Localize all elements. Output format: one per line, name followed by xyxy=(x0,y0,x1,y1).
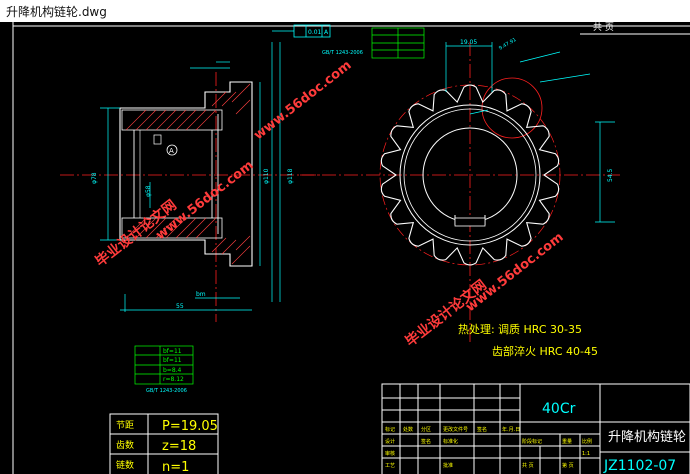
std-note-top: GB/T 1243-2006 xyxy=(322,50,363,56)
sprocket-front-view xyxy=(300,42,620,342)
tb-cell-10: 阶段标记 xyxy=(522,438,542,445)
dim-pitch-width: 19.05 xyxy=(460,39,477,46)
tb-cell-2: 处数 xyxy=(403,426,413,433)
title-block-cells: 标记 处数 分区 更改文件号 签名 年.月.日 设计 签名 标准化 阶段标记 重… xyxy=(385,426,592,469)
watermark-url-3: www.56doc.com xyxy=(251,58,354,143)
tol-datum: A xyxy=(324,29,329,36)
dim-d-inner: φ110 xyxy=(263,168,270,184)
tb-cell-17: 第 页 xyxy=(562,462,574,469)
small-box-row-4: r=8.12 xyxy=(163,376,184,383)
window-title: 升降机构链轮.dwg xyxy=(6,5,107,19)
dim-d-left2: φ58 xyxy=(145,185,152,197)
tooth-profile-table-bottom xyxy=(134,345,194,385)
cad-drawing: 共 页 A xyxy=(12,22,690,474)
drawing-frame xyxy=(12,22,690,474)
tb-cell-7: 设计 xyxy=(385,438,395,445)
tb-cell-14: 工艺 xyxy=(385,463,395,469)
tb-cell-13: 审核 xyxy=(385,450,395,457)
tb-cell-4: 更改文件号 xyxy=(443,426,468,433)
window-titlebar: 升降机构链轮.dwg xyxy=(0,0,690,23)
dim-d-left: φ78 xyxy=(91,172,98,184)
title-block xyxy=(381,383,690,474)
sheet-count-text: 共 页 xyxy=(593,22,614,33)
watermarks: 毕业设计论文网 www.56doc.com 毕业设计论文网 www.56doc.… xyxy=(92,58,566,350)
tb-cell-18: 1:1 xyxy=(582,451,590,457)
dim-w-bottom: 55 xyxy=(176,303,184,310)
dim-chord: 9.47.91 xyxy=(498,37,518,52)
heat-line2: 齿部淬火 HRC 40-45 xyxy=(492,344,598,358)
drawing-canvas[interactable]: 共 页 A xyxy=(0,22,690,474)
tb-cell-15: 批准 xyxy=(443,462,453,469)
heat-line1: 调质 HRC 30-35 xyxy=(498,323,582,336)
material-label: 40Cr xyxy=(542,401,576,417)
heat-label: 热处理: xyxy=(458,323,495,336)
small-box-row-1: bf=11 xyxy=(163,348,182,355)
dim-d-outer: φ118 xyxy=(287,168,294,184)
dim-h-small: 54.5 xyxy=(607,168,614,182)
spec-key-1: 节距 xyxy=(116,420,134,431)
spec-key-2: 齿数 xyxy=(116,439,134,451)
spec-val-3: n=1 xyxy=(162,460,189,474)
watermark-cn-2: 毕业设计论文网 xyxy=(402,276,490,350)
spec-val-2: z=18 xyxy=(162,439,196,454)
tb-cell-9: 标准化 xyxy=(443,438,458,445)
part-name-label: 升降机构链轮 xyxy=(608,430,686,445)
tb-cell-8: 签名 xyxy=(421,438,431,445)
tb-cell-3: 分区 xyxy=(421,426,431,433)
sprocket-dimensions xyxy=(445,42,615,223)
std-note-bottom: GB/T 1243-2006 xyxy=(146,388,187,394)
side-section-view: A xyxy=(60,72,320,322)
tolerance-frame-top: 0.01 A xyxy=(272,24,331,38)
small-box-row-2: bf=11 xyxy=(163,357,182,364)
small-box-row-3: b=8.4 xyxy=(163,367,182,374)
tb-cell-16: 共 页 xyxy=(522,462,534,469)
heat-treatment-note: 热处理: 调质 HRC 30-35 齿部淬火 HRC 40-45 xyxy=(458,323,598,358)
dim-w-bottom2: bm xyxy=(196,291,206,298)
drawing-number-label: JZ1102-07 xyxy=(603,458,676,474)
spec-key-3: 链数 xyxy=(116,459,134,471)
tol-value: 0.01 xyxy=(308,29,322,36)
datum-label: A xyxy=(169,147,174,155)
tb-cell-11: 重量 xyxy=(562,438,572,445)
tb-cell-5: 签名 xyxy=(477,426,487,433)
sprocket-teeth-outline xyxy=(380,84,560,266)
tb-cell-6: 年.月.日 xyxy=(502,426,520,433)
tb-cell-1: 标记 xyxy=(385,426,395,433)
spec-table xyxy=(109,413,219,474)
tooth-profile-table-top xyxy=(371,27,425,59)
spec-val-1: P=19.05 xyxy=(162,419,218,434)
side-dimensions xyxy=(100,42,281,312)
tb-cell-12: 比例 xyxy=(582,438,592,445)
